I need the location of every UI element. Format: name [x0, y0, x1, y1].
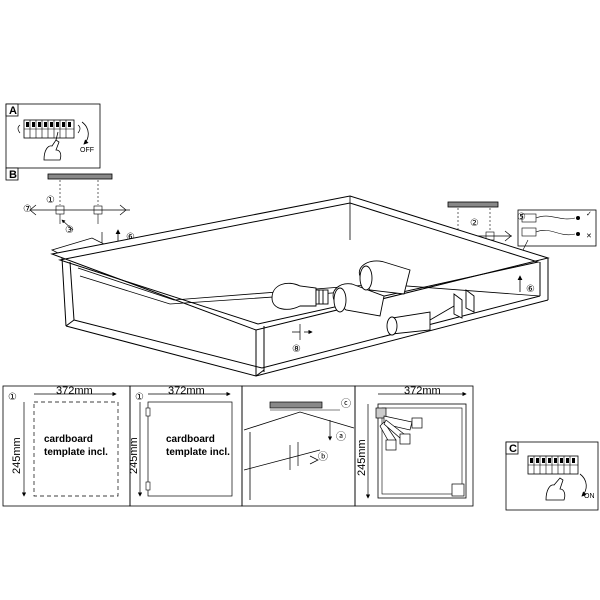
bulb-icon: [271, 282, 329, 310]
bottom-step-1a: ①: [8, 392, 17, 403]
bottom-step-1b: ①: [135, 392, 144, 403]
template-width-label-4: 372mm: [404, 385, 441, 397]
panel-b: B ① ⑦ ③ ⑥: [5, 167, 597, 377]
step-1-left: ①: [46, 195, 55, 206]
template-text-2-line2: template incl.: [166, 447, 230, 458]
step-2: ②: [470, 218, 479, 229]
step-3: ③: [65, 225, 74, 236]
step-6-left: ⑥: [126, 232, 135, 243]
switch-on-label: ON: [584, 493, 595, 500]
step-7-left: ⑦: [23, 204, 32, 215]
bottom-panel-3: ⓒ ⓐ ⓑ: [241, 385, 356, 507]
hand-icon-c: [545, 477, 566, 501]
template-text-1-line1: cardboard: [44, 434, 93, 445]
step-b-marker: ⓑ: [318, 451, 328, 463]
template-width-label-2: 372mm: [168, 385, 205, 397]
lamp-socket-3: [386, 289, 475, 336]
lamp-socket-1: [332, 283, 385, 317]
panel-a-letter: A: [9, 105, 17, 117]
panel-c: C ON: [505, 441, 599, 511]
lamp-socket-2: [358, 260, 411, 295]
bottom-panel-1: ① 372mm 245mm cardboard template incl.: [2, 385, 131, 507]
template-height-label-4: 245mm: [356, 439, 368, 476]
bottom-panel-4: 372mm 245mm: [354, 385, 474, 507]
step-a-marker: ⓐ: [336, 431, 346, 443]
hand-icon-a: [43, 131, 62, 161]
rotate-bulb-icon: [292, 324, 312, 340]
step-6-right: ⑥: [526, 284, 535, 295]
rotate-off-arrow-icon: [81, 121, 89, 145]
step-c-marker: ⓒ: [341, 398, 351, 410]
template-height-label-2: 245mm: [128, 437, 140, 474]
switch-off-label: OFF: [80, 147, 94, 154]
template-height-label-1: 245mm: [11, 437, 23, 474]
template-text-2-line1: cardboard: [166, 434, 215, 445]
left-mounting-bracket: [29, 173, 130, 224]
panel-a: A OFF: [5, 103, 101, 169]
rotate-on-arrow-icon: [579, 473, 587, 497]
correct-icon: ✓: [586, 211, 592, 218]
wiring-detail-inset: ✓ ✕: [517, 209, 597, 257]
wrong-icon: ✕: [586, 233, 592, 240]
step-5: ⑤: [517, 212, 526, 223]
terminal-block-a: [17, 119, 81, 139]
panel-c-letter: C: [509, 443, 517, 455]
terminal-block-c: [527, 455, 579, 475]
bottom-panel-2: ① 372mm 245mm cardboard template incl.: [128, 385, 243, 507]
template-width-label-1: 372mm: [56, 385, 93, 397]
panel-b-letter: B: [9, 169, 17, 181]
template-text-1-line2: template incl.: [44, 447, 108, 458]
step-8: ⑧: [292, 344, 301, 355]
